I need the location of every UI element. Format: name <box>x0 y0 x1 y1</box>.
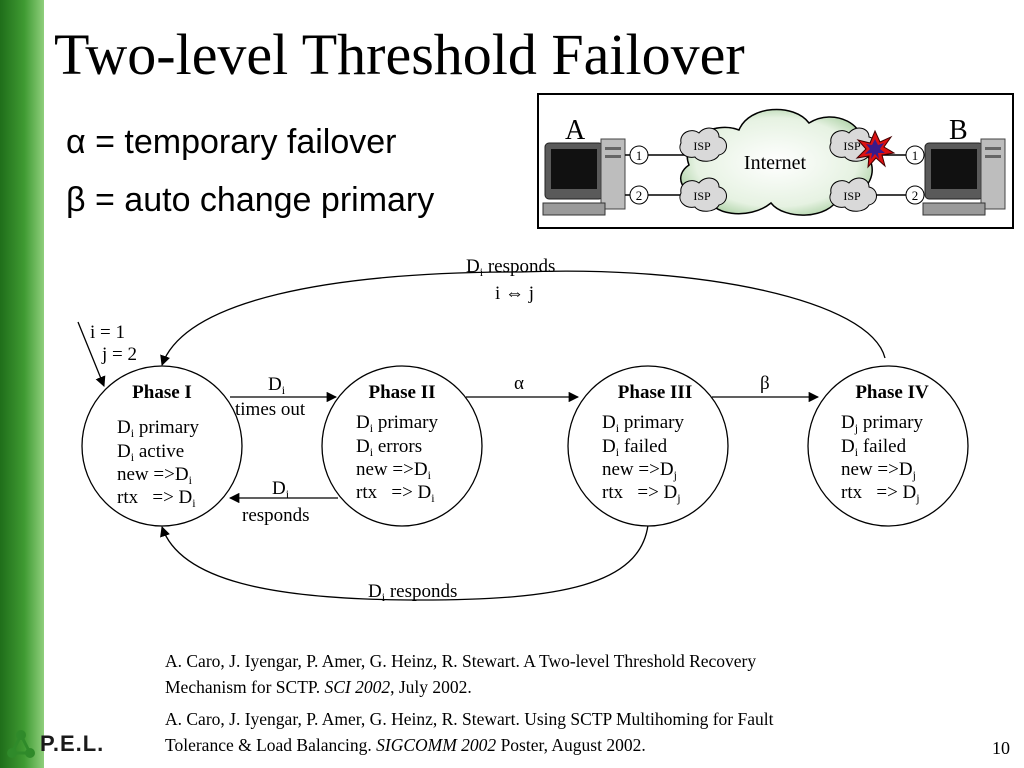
phase-1-state <box>81 365 243 527</box>
bottom-arc-label: Di responds <box>368 581 457 604</box>
timeout-label: times out <box>235 399 306 420</box>
phase-2-line: Di errors <box>356 436 422 459</box>
top-arc-label: Di responds <box>466 256 555 279</box>
phase-4-line: Di failed <box>841 436 907 459</box>
top-arc-swap-label: i ⇔ j <box>495 283 534 304</box>
svg-text:ISP: ISP <box>693 139 711 153</box>
alpha-label: α <box>514 373 524 394</box>
phase-2-title: Phase II <box>368 382 435 403</box>
beta-label: β <box>760 373 770 394</box>
svg-text:2: 2 <box>636 188 643 203</box>
internet-cloud-icon: Internet <box>680 108 873 216</box>
svg-text:1: 1 <box>636 148 643 163</box>
phase-2-line: Di primary <box>356 412 438 435</box>
isp-cloud-icon: ISP <box>679 127 727 162</box>
initial-j-label: j = 2 <box>101 344 137 365</box>
failure-burst-icon <box>855 129 896 169</box>
phase-3-line: Di failed <box>602 436 668 459</box>
phase-2-state <box>321 365 483 527</box>
molecule-icon <box>7 730 35 758</box>
phase-1-line: new =>Di <box>117 464 193 487</box>
phase-1-title: Phase I <box>132 382 192 403</box>
network-illustration: A B 1 2 1 2 <box>537 93 1014 229</box>
phase-3-line: new =>Dj <box>602 459 677 482</box>
phase-3-state <box>567 365 729 527</box>
initial-i-label: i = 1 <box>90 322 125 343</box>
initial-arrow <box>77 321 106 387</box>
phase-1-line: Di active <box>117 441 184 464</box>
isp-cloud-icon: ISP <box>679 177 727 212</box>
logo-text: P.E.L. <box>40 731 105 756</box>
phase-4-state <box>807 365 969 527</box>
computer-a-icon <box>542 138 626 216</box>
bullet-beta: β = auto change primary <box>66 181 435 219</box>
port-a1-icon: 1 <box>629 145 649 165</box>
phase-4-line: new =>Dj <box>841 459 916 482</box>
sidebar-gradient <box>0 0 44 768</box>
svg-text:ISP: ISP <box>843 139 861 153</box>
svg-text:ISP: ISP <box>693 189 711 203</box>
phase-2-line: rtx => Di <box>356 482 435 505</box>
reference-2: A. Caro, J. Iyengar, P. Amer, G. Heinz, … <box>165 709 774 755</box>
reference-1: A. Caro, J. Iyengar, P. Amer, G. Heinz, … <box>165 651 757 697</box>
phase-1-line: Di primary <box>117 417 199 440</box>
phase-4-title: Phase IV <box>855 382 929 403</box>
responds-label: responds <box>242 505 310 526</box>
pel-logo: P.E.L. <box>6 728 104 760</box>
page-number: 10 <box>992 738 1010 758</box>
responds-d-label: Di <box>272 478 290 501</box>
port-b1-icon: 1 <box>905 145 925 165</box>
host-b-label: B <box>949 115 968 146</box>
phase-3-line: rtx => Dj <box>602 482 681 505</box>
state-diagram: Phase I Phase II Phase III Phase IV Di p… <box>77 256 969 604</box>
slide-title: Two-level Threshold Failover <box>54 22 745 87</box>
phase-2-line: new =>Di <box>356 459 432 482</box>
isp-cloud-icon: ISP <box>829 177 877 212</box>
phase-1-line: rtx => Di <box>117 487 196 510</box>
svg-text:2: 2 <box>912 188 919 203</box>
svg-text:1: 1 <box>912 148 919 163</box>
timeout-d-label: Di <box>268 374 286 397</box>
bottom-arc-arrow <box>160 524 649 601</box>
phase-4-line: Dj primary <box>841 412 923 435</box>
svg-text:ISP: ISP <box>843 189 861 203</box>
phase-3-title: Phase III <box>618 382 692 403</box>
port-a2-icon: 2 <box>629 185 649 205</box>
bullet-alpha: α = temporary failover <box>66 123 397 161</box>
phase-3-line: Di primary <box>602 412 684 435</box>
host-a-label: A <box>565 115 586 146</box>
top-arc-arrow <box>160 270 886 366</box>
port-b2-icon: 2 <box>905 185 925 205</box>
phase-4-line: rtx => Dj <box>841 482 920 505</box>
computer-b-icon <box>922 138 1006 216</box>
internet-label: Internet <box>744 152 807 174</box>
